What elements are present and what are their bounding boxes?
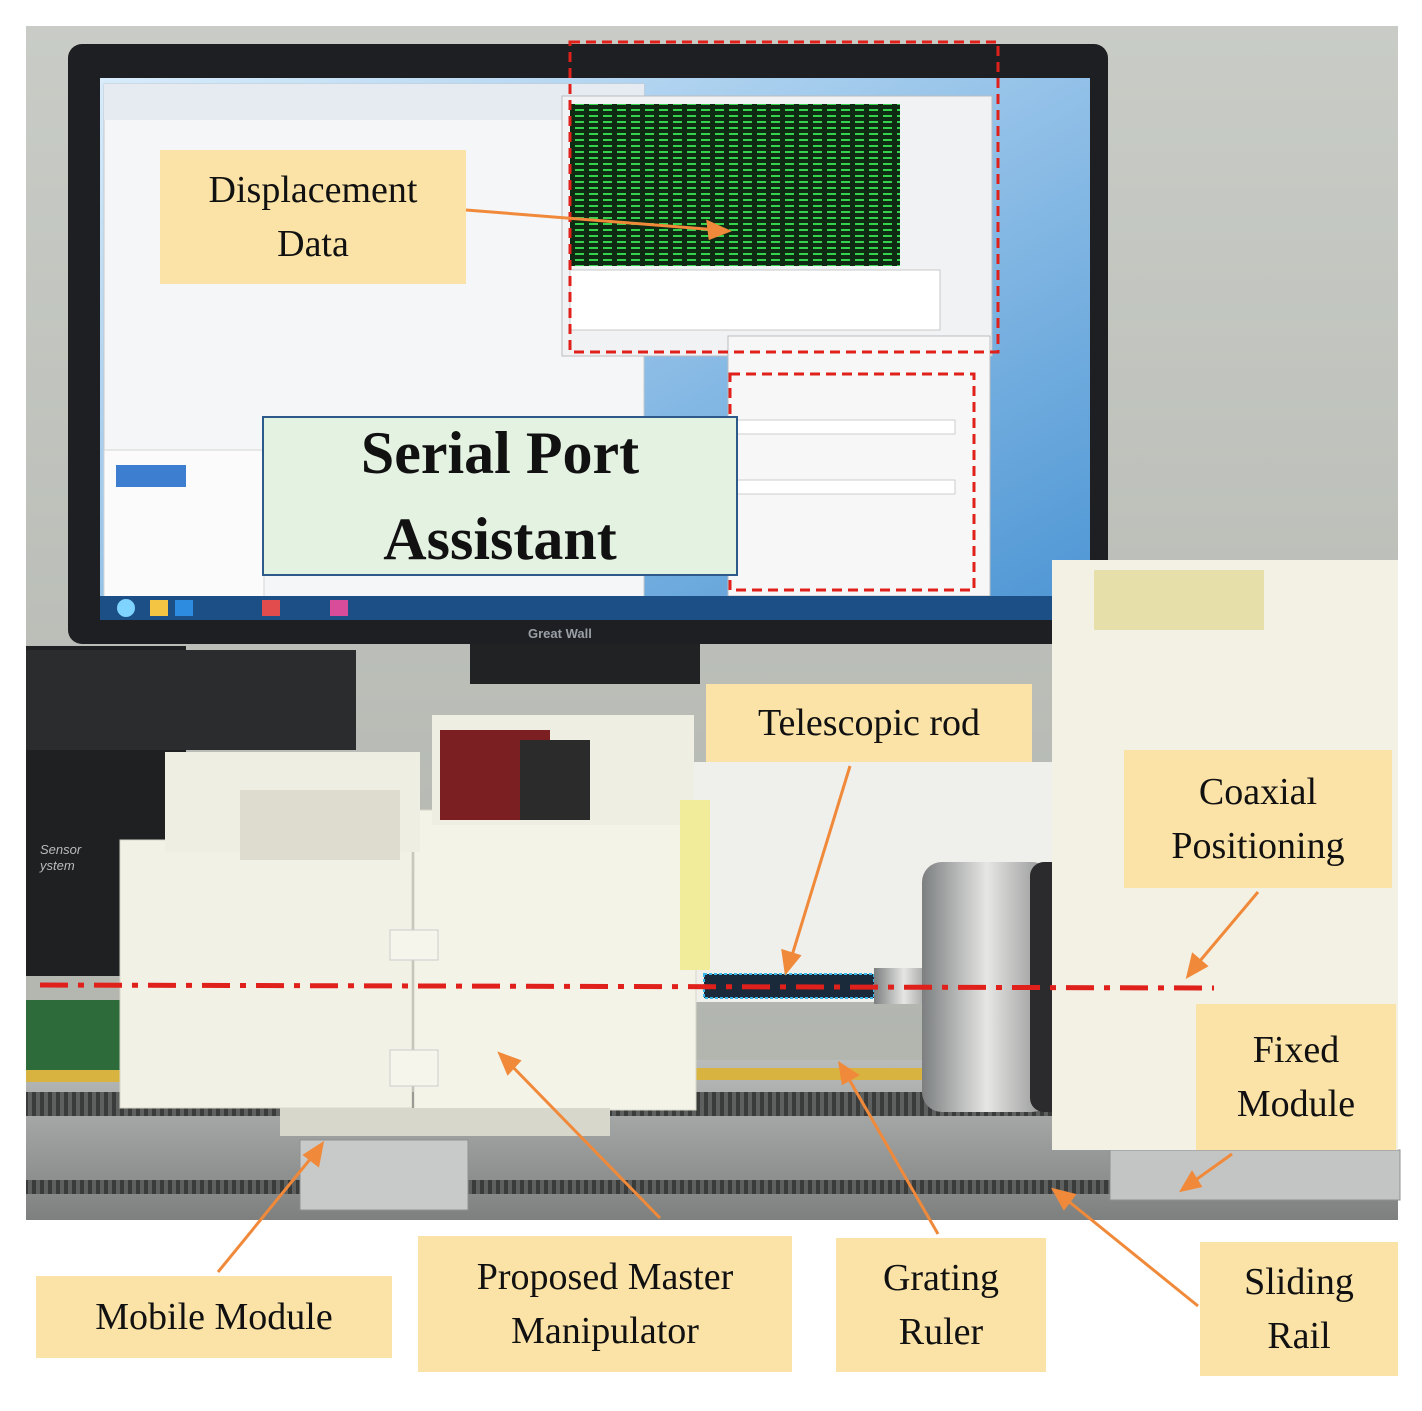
label-coaxial-positioning: Coaxial Positioning <box>1124 750 1392 888</box>
label-line: Rail <box>1267 1315 1331 1357</box>
label-sliding-rail: Sliding Rail <box>1200 1242 1398 1376</box>
label-line: Assistant <box>383 506 617 572</box>
label-line: Module <box>1236 1083 1356 1125</box>
label-proposed-master-manipulator: Proposed Master Manipulator <box>418 1236 792 1372</box>
settings-highlight-box <box>728 372 976 592</box>
label-line: Mobile Module <box>95 1296 333 1338</box>
label-serial-port-assistant: Serial Port Assistant <box>262 416 738 576</box>
arrow-coaxial <box>1192 891 1260 969</box>
label-line: Coaxial <box>1198 771 1318 813</box>
label-line: Telescopic rod <box>757 702 981 744</box>
displacement-data-screen <box>570 104 900 266</box>
label-displacement-data: Displacement Data <box>160 150 466 284</box>
label-line: Displacement <box>208 169 418 211</box>
arrow-displacement <box>465 208 719 232</box>
arrow-manipulator <box>506 1060 662 1220</box>
label-mobile-module: Mobile Module <box>36 1276 392 1358</box>
displacement-highlight-box <box>568 40 1000 354</box>
coaxial-axis-line <box>39 982 1215 991</box>
label-line: Positioning <box>1171 825 1345 867</box>
label-grating-ruler: Grating Ruler <box>836 1238 1046 1372</box>
label-line: Grating <box>882 1257 1000 1299</box>
monitor <box>68 40 1108 684</box>
label-line: Ruler <box>898 1311 984 1353</box>
arrow-grating <box>844 1073 940 1235</box>
sensor-text-line2: ystem <box>40 858 75 873</box>
arrow-telescopic <box>788 765 852 963</box>
arrow-rail <box>1061 1194 1199 1308</box>
label-telescopic-rod: Telescopic rod <box>706 684 1032 762</box>
label-line: Proposed Master <box>476 1256 734 1298</box>
label-line: Fixed <box>1252 1029 1340 1071</box>
label-line: Data <box>277 223 349 265</box>
master-manipulator <box>119 715 710 1136</box>
annotation-arrows <box>216 208 1260 1308</box>
monitor-brand-text: Great Wall <box>528 626 592 641</box>
arrow-mobile <box>216 1151 318 1273</box>
label-fixed-module: Fixed Module <box>1196 1004 1396 1150</box>
sensor-system-text: Sensor ystem <box>40 842 81 874</box>
label-line: Manipulator <box>511 1310 699 1352</box>
label-line: Sliding <box>1244 1261 1354 1303</box>
label-line: Serial Port <box>360 420 640 486</box>
sensor-text-line1: Sensor <box>40 842 82 857</box>
